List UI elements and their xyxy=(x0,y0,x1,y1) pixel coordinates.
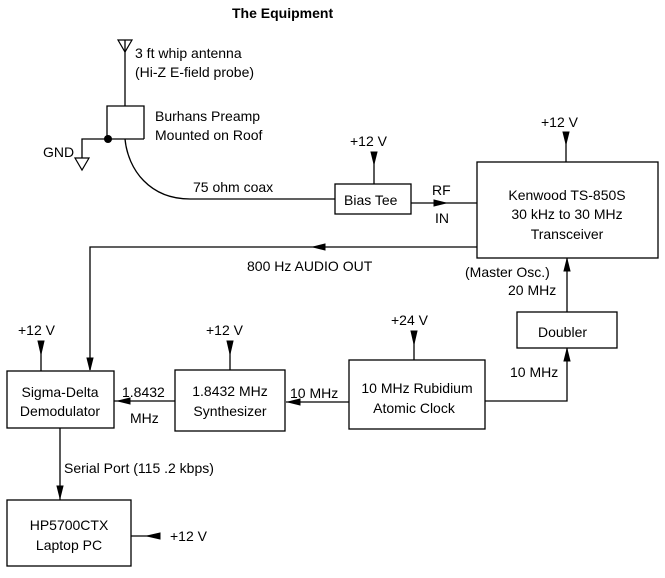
synthesizer-sublabel: Synthesizer xyxy=(193,403,266,419)
doubler-block xyxy=(516,311,618,349)
preamp-block xyxy=(104,105,145,143)
demodulator-sublabel: Demodulator xyxy=(20,403,100,419)
rubidium-sublabel: Atomic Clock xyxy=(373,400,456,416)
bias-tee-label: Bias Tee xyxy=(344,192,398,208)
laptop-model: HP5700CTX xyxy=(30,517,109,533)
transceiver-type: Transceiver xyxy=(531,226,604,242)
laptop-power: +12 V xyxy=(170,528,208,544)
audio-out-label: 800 Hz AUDIO OUT xyxy=(247,258,373,274)
synthesizer-block xyxy=(174,369,286,432)
power-arrow-icon xyxy=(410,330,418,345)
synth-input-arrow-icon xyxy=(287,398,301,406)
transceiver-range: 30 kHz to 30 MHz xyxy=(511,206,622,222)
demodulator-label: Sigma-Delta xyxy=(21,384,98,400)
rf-label: RF xyxy=(432,182,451,198)
power-arrow-icon xyxy=(37,340,45,355)
synthesizer-power: +12 V xyxy=(206,322,244,338)
bias-tee-power: +12 V xyxy=(350,133,388,149)
doubler-label: Doubler xyxy=(538,324,587,340)
power-arrow-icon xyxy=(562,131,570,145)
synthesizer-label: 1.8432 MHz xyxy=(192,383,267,399)
demodulator-block xyxy=(6,370,115,429)
laptop-block xyxy=(6,499,132,567)
preamp-sublabel: Mounted on Roof xyxy=(155,127,263,143)
ground-icon xyxy=(73,138,108,172)
demod-input-arrow-icon xyxy=(117,397,131,405)
master-osc-label: (Master Osc.) xyxy=(465,264,550,280)
serial-arrow-icon xyxy=(56,485,64,499)
power-arrow-icon xyxy=(370,151,378,165)
transceiver-power: +12 V xyxy=(541,114,579,130)
rf-arrow-icon xyxy=(433,199,447,207)
antenna-icon xyxy=(116,39,134,106)
in-label: IN xyxy=(435,210,449,226)
rubidium-power: +24 V xyxy=(391,312,429,328)
serial-label: Serial Port (115 .2 kbps) xyxy=(64,460,214,476)
preamp-label: Burhans Preamp xyxy=(155,108,260,124)
coax-label: 75 ohm coax xyxy=(193,179,273,195)
audio-input-arrow-icon xyxy=(86,357,94,371)
master-osc-arrow-icon xyxy=(563,258,571,272)
demod-input-unit: MHz xyxy=(130,410,159,426)
synth-input-label: 10 MHz xyxy=(290,385,338,401)
gnd-label: GND xyxy=(43,144,74,160)
rubidium-clock-block xyxy=(348,359,486,430)
audio-arrow-icon xyxy=(312,243,326,251)
power-arrow-icon xyxy=(146,532,161,540)
demodulator-power: +12 V xyxy=(18,322,56,338)
bias-tee-block xyxy=(334,183,412,215)
antenna-label: 3 ft whip antenna xyxy=(135,45,242,61)
antenna-sublabel: (Hi-Z E-field probe) xyxy=(135,64,254,80)
transceiver-block xyxy=(476,161,659,259)
laptop-label: Laptop PC xyxy=(36,537,102,553)
transceiver-model: Kenwood TS-850S xyxy=(508,187,625,203)
rubidium-label: 10 MHz Rubidium xyxy=(361,380,472,396)
doubler-input-arrow-icon xyxy=(563,348,571,362)
power-arrow-icon xyxy=(226,340,234,355)
master-osc-freq: 20 MHz xyxy=(508,282,556,298)
coax-cable xyxy=(124,138,335,200)
diagram-title: The Equipment xyxy=(232,5,333,21)
demod-input-label: 1.8432 xyxy=(122,384,165,400)
doubler-input-label: 10 MHz xyxy=(510,364,558,380)
